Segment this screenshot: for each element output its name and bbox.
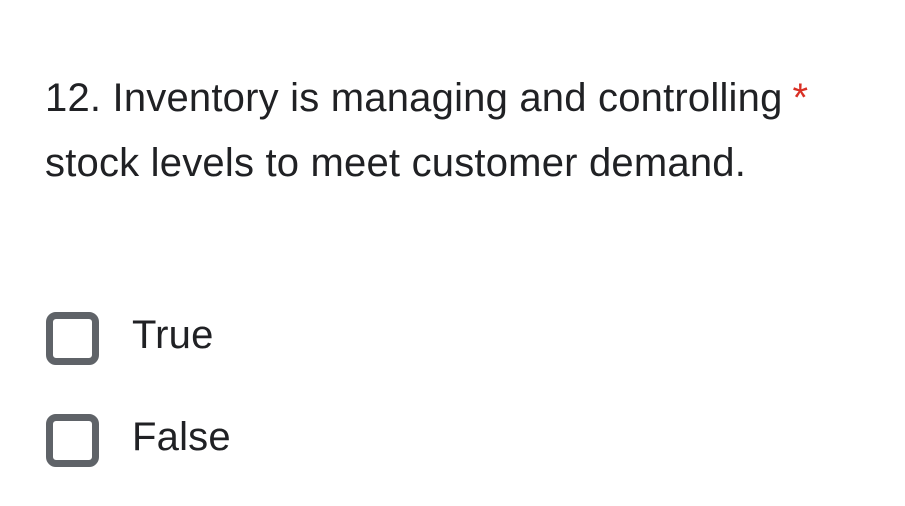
option-label-true[interactable]: True <box>132 313 214 357</box>
option-row-true[interactable]: True <box>46 312 214 365</box>
question-text-line1: 12. Inventory is managing and controllin… <box>45 66 895 131</box>
required-asterisk: * <box>792 76 809 120</box>
option-row-false[interactable]: False <box>46 414 231 467</box>
checkbox-false[interactable] <box>46 414 99 467</box>
question-title: 12. Inventory is managing and controllin… <box>45 66 895 196</box>
option-label-false[interactable]: False <box>132 415 231 459</box>
question-text-line2: stock levels to meet customer demand. <box>45 141 747 185</box>
checkbox-true[interactable] <box>46 312 99 365</box>
question-text-line1-text: 12. Inventory is managing and controllin… <box>45 76 783 120</box>
